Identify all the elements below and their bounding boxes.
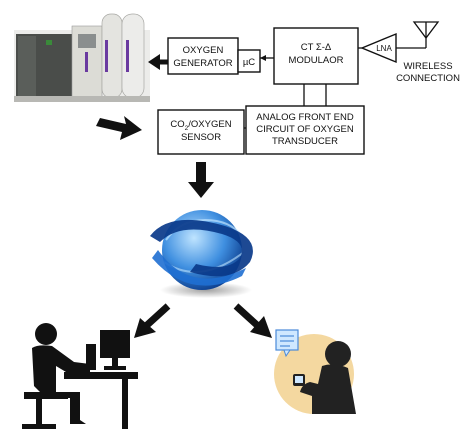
afe-label-3: TRANSDUCER [272, 136, 338, 147]
person-at-computer-icon [22, 323, 138, 429]
afe-block: ANALOG FRONT END CIRCUIT OF OXYGEN TRANS… [245, 105, 365, 155]
wireless-label-1: WIRELESS [403, 61, 452, 72]
oxygen-tank-right [121, 13, 145, 99]
wireless-label-2: CONNECTION [396, 73, 460, 84]
arrow-head-uc [260, 55, 266, 61]
antenna-icon [412, 21, 440, 48]
oxygen-generator-block: OXYGEN GENERATOR [167, 37, 239, 75]
microcontroller-label: µC [243, 57, 255, 68]
oxygen-generator-image [14, 13, 150, 102]
modulator-label-2: MODULAOR [289, 55, 344, 66]
globe-swirl [150, 219, 253, 277]
oxygen-generator-label-2: GENERATOR [173, 58, 232, 69]
person-with-phone-icon [274, 329, 356, 414]
arrow-globe-to-workstation [134, 303, 171, 338]
floating-screen-icon [275, 329, 299, 358]
lna-block: LNA [360, 32, 397, 64]
arrow-globe-to-mobile-user [233, 303, 272, 338]
arrow-to-machine [148, 54, 168, 70]
sensor-label-1: CO2/OXYGEN [170, 119, 231, 132]
modulator-label-1: CT Σ-Δ [301, 42, 332, 53]
modulator-block: CT Σ-Δ MODULAOR [273, 27, 359, 85]
microcontroller-block: µC [237, 49, 261, 73]
lna-label: LNA [376, 44, 392, 53]
afe-label-1: ANALOG FRONT END [256, 112, 354, 123]
internet-globe-icon [150, 210, 253, 298]
sensor-block: CO2/OXYGEN SENSOR [157, 109, 245, 155]
sensor-label-2: SENSOR [181, 132, 221, 143]
arrow-down-to-globe [188, 162, 214, 198]
arrow-machine-to-sensor [96, 116, 142, 140]
oxygen-generator-label-1: OXYGEN [183, 45, 224, 56]
afe-label-2: CIRCUIT OF OXYGEN [256, 124, 354, 135]
